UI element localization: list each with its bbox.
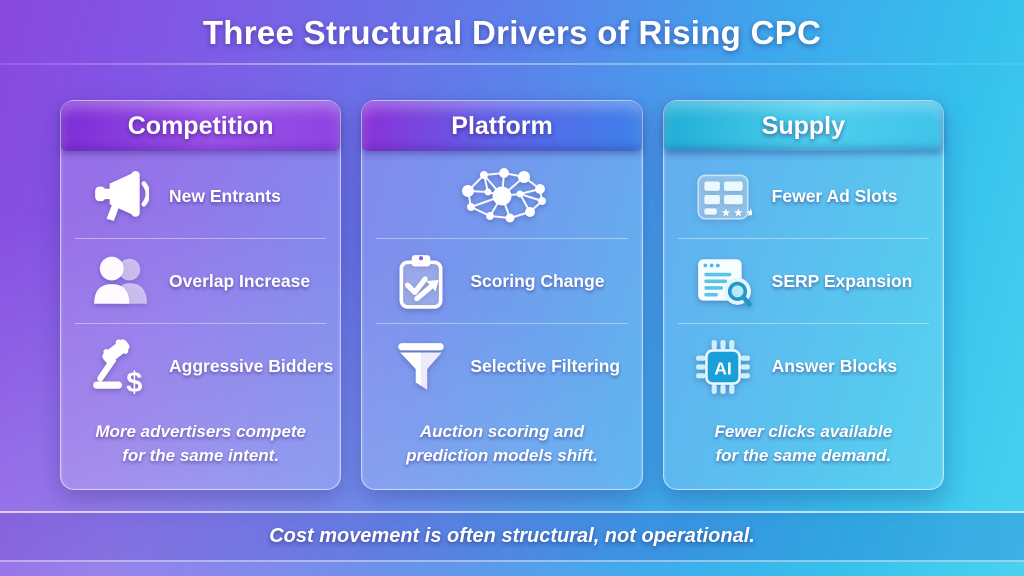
column-supply: Supply ★★★ Fewer Ad Sl — [662, 100, 944, 490]
column-header-supply: Supply — [663, 101, 943, 151]
dollar-glyph: $ — [126, 366, 142, 395]
title-divider — [0, 63, 1024, 65]
funnel-icon — [392, 338, 450, 396]
item-label: Aggressive Bidders — [169, 356, 334, 377]
bottom-note-band: Cost movement is often structural, not o… — [0, 511, 1024, 562]
item-overlap-increase: Overlap Increase — [61, 239, 340, 323]
page-title: Three Structural Drivers of Rising CPC — [202, 14, 822, 51]
row-divider — [376, 238, 628, 240]
item-scoring-change: Scoring Change — [362, 239, 641, 323]
columns-container: Competition New Entrants — [60, 100, 944, 490]
item-label: Fewer Ad Slots — [771, 185, 898, 206]
competition-rows: New Entrants Overlap Increase — [61, 151, 340, 412]
item-label: Selective Filtering — [470, 356, 621, 377]
item-serp-expansion: SERP Expansion — [664, 239, 943, 323]
item-label: Scoring Change — [470, 270, 605, 291]
item-label: Answer Blocks — [771, 356, 898, 377]
item-new-entrants: New Entrants — [61, 154, 340, 238]
platform-rows: Scoring Change Selective Filtering — [362, 151, 641, 412]
row-divider — [376, 323, 628, 325]
row-divider — [75, 323, 327, 325]
item-answer-blocks: AI Answer Blocks — [664, 324, 943, 408]
item-label: New Entrants — [169, 185, 281, 206]
people-overlap-icon — [91, 252, 149, 310]
item-label: Overlap Increase — [169, 270, 311, 291]
ad-slots-icon: ★★★ — [694, 167, 752, 225]
column-header-competition: Competition — [61, 101, 341, 151]
competition-footer: More advertisers compete for the same in… — [95, 421, 307, 466]
item-label: SERP Expansion — [771, 270, 913, 291]
item-fewer-ad-slots: ★★★ Fewer Ad Slots — [664, 154, 943, 238]
column-competition: Competition New Entrants — [60, 100, 342, 490]
column-header-platform: Platform — [362, 101, 642, 151]
bottom-note-text: Cost movement is often structural, not o… — [269, 525, 755, 547]
megaphone-icon — [91, 167, 149, 225]
stars-glyph: ★★★ — [721, 206, 752, 220]
network-graph-icon — [454, 165, 550, 227]
row-divider — [677, 238, 929, 240]
ai-glyph: AI — [714, 358, 732, 378]
ai-chip-icon: AI — [694, 338, 752, 396]
supply-footer: Fewer clicks available for the same dema… — [714, 421, 893, 466]
clipboard-check-icon — [392, 252, 450, 310]
item-aggressive-bidders: $ Aggressive Bidders — [61, 324, 340, 408]
supply-rows: ★★★ Fewer Ad Slots — [664, 151, 943, 412]
item-network — [362, 154, 641, 238]
platform-footer: Auction scoring and prediction models sh… — [406, 421, 598, 466]
item-selective-filtering: Selective Filtering — [362, 324, 641, 408]
gavel-dollar-icon: $ — [91, 338, 149, 396]
row-divider — [677, 323, 929, 325]
row-divider — [75, 238, 327, 240]
serp-magnifier-icon — [694, 252, 752, 310]
column-platform: Platform — [361, 100, 643, 490]
